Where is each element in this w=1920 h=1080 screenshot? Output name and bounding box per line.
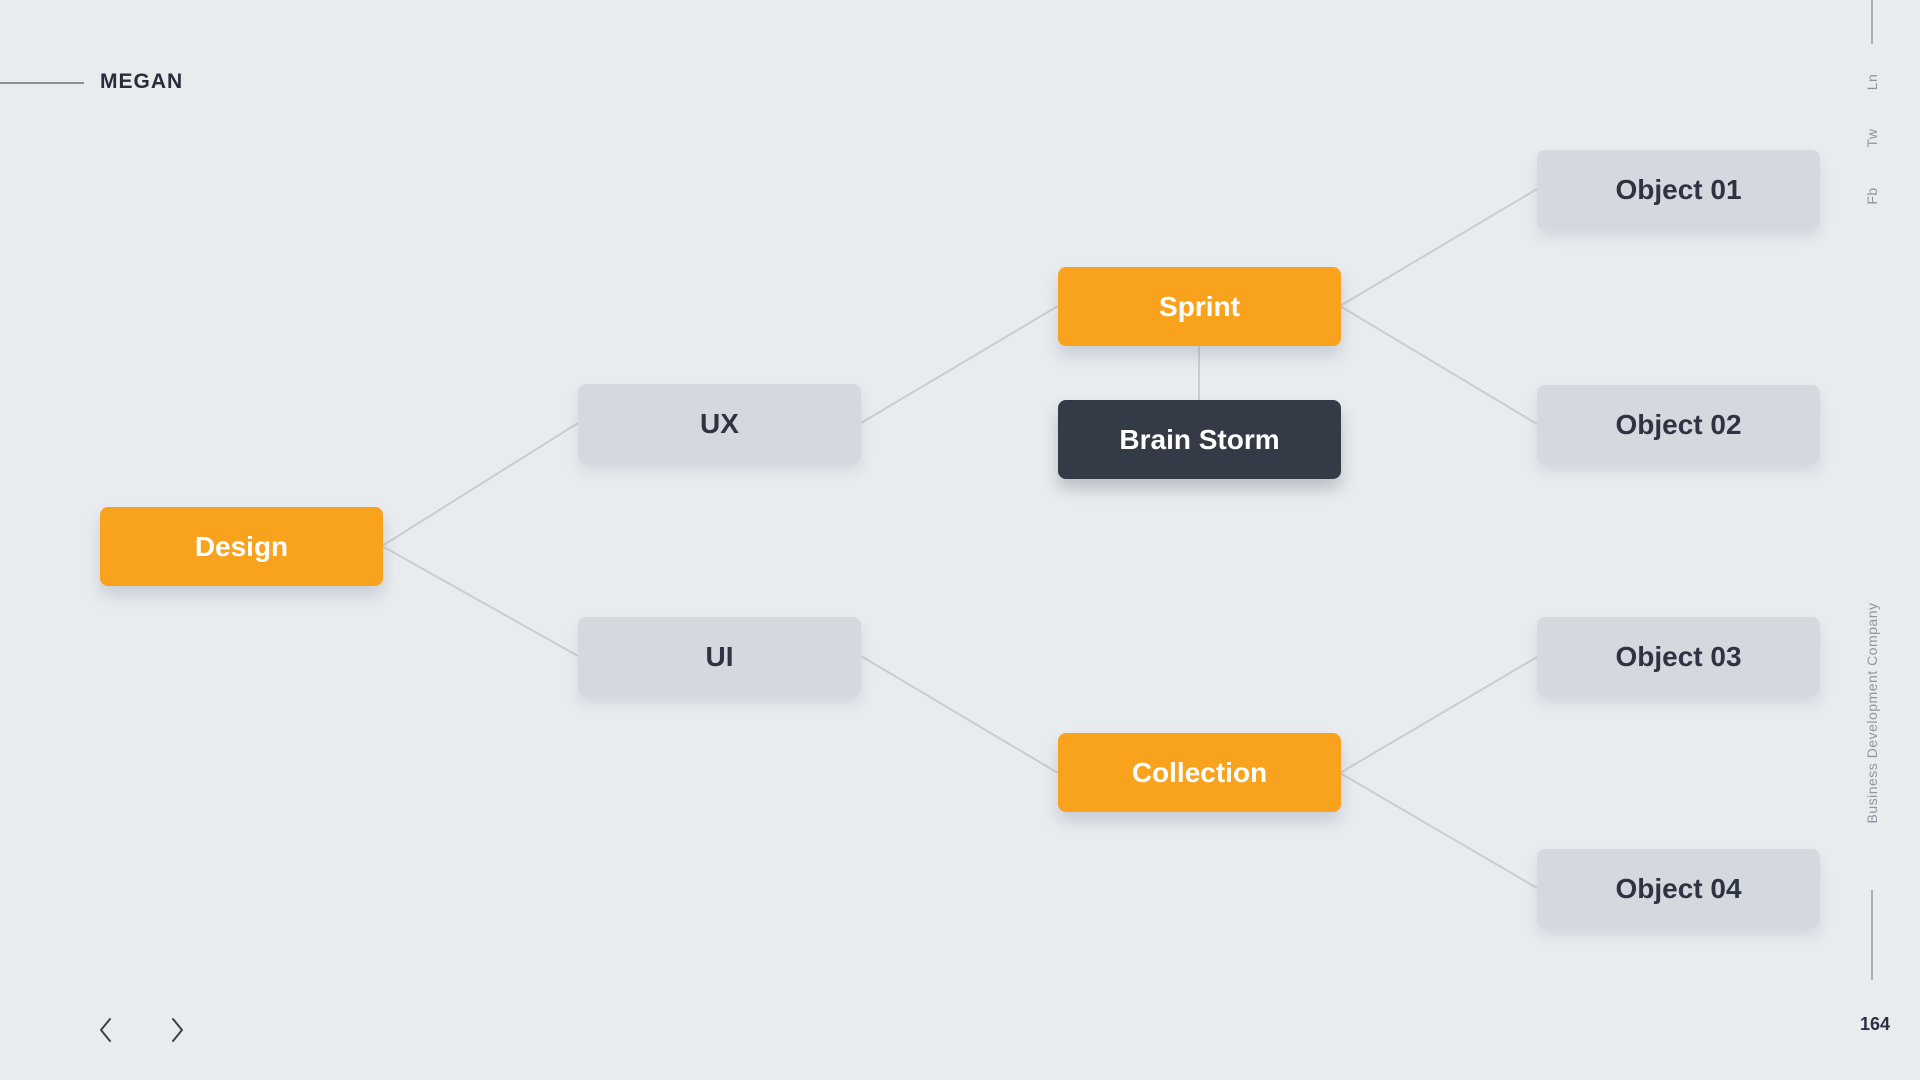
prev-slide-button[interactable] — [92, 1014, 120, 1046]
node-object-01: Object 01 — [1537, 150, 1820, 229]
brand-rule-line — [0, 82, 84, 84]
node-design: Design — [100, 507, 383, 586]
node-sprint: Sprint — [1058, 267, 1341, 346]
next-slide-button[interactable] — [163, 1014, 191, 1046]
node-object-03: Object 03 — [1537, 617, 1820, 696]
node-collection: Collection — [1058, 733, 1341, 812]
node-ui: UI — [578, 617, 861, 696]
node-object-02: Object 02 — [1537, 385, 1820, 464]
brand-title: MEGAN — [100, 70, 184, 93]
node-object-04: Object 04 — [1537, 849, 1820, 928]
page-number: 164 — [1859, 1014, 1890, 1034]
chevron-right-icon — [163, 1018, 191, 1050]
rail-divider-top — [1871, 0, 1873, 44]
node-brain-storm: Brain Storm — [1058, 400, 1341, 479]
chevron-left-icon — [92, 1018, 120, 1050]
node-ux: UX — [578, 384, 861, 463]
rail-divider-bottom — [1871, 890, 1873, 980]
